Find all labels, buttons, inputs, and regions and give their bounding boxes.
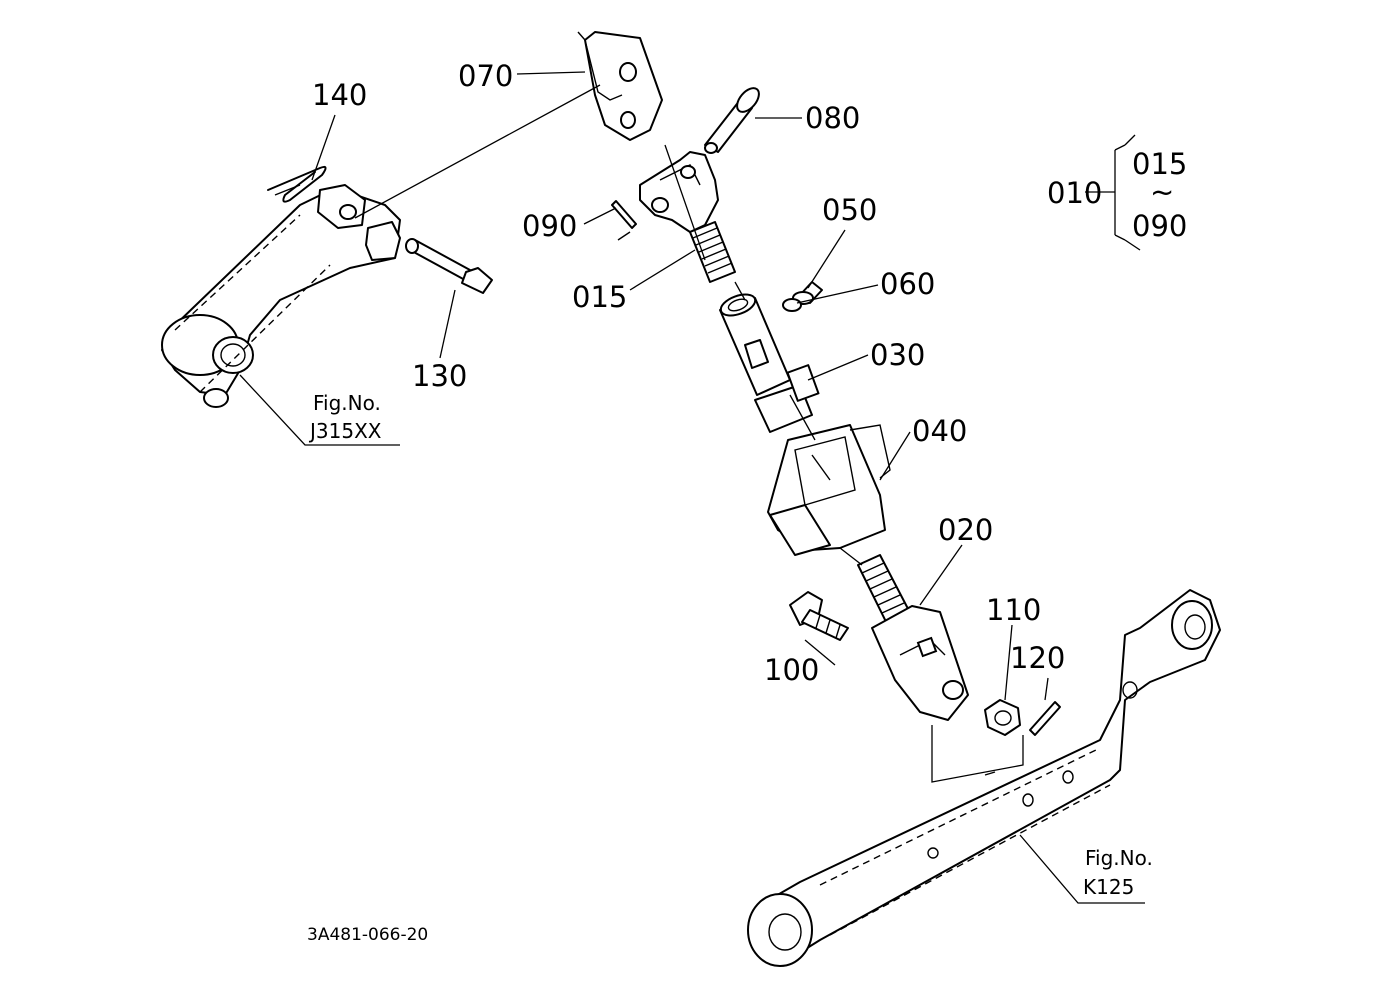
fork-015 xyxy=(639,151,736,283)
assembly-key-tilde: ~ xyxy=(1150,175,1174,209)
callout-030: 030 xyxy=(870,338,925,372)
sleeve-030 xyxy=(719,293,820,433)
callout-120: 120 xyxy=(1010,641,1065,675)
callout-140: 140 xyxy=(312,78,367,112)
clip-140 xyxy=(267,165,327,203)
callout-110: 110 xyxy=(986,593,1041,627)
center-lines xyxy=(354,84,1024,783)
pin-120 xyxy=(1029,701,1061,736)
fig-ref-number-2: K125 xyxy=(1083,875,1134,899)
lock-040 xyxy=(767,424,891,556)
pin-080 xyxy=(704,87,760,154)
pin-130 xyxy=(405,238,493,294)
callout-100: 100 xyxy=(764,653,819,687)
lift-arm xyxy=(161,184,401,408)
callout-070: 070 xyxy=(458,59,513,93)
callout-080: 080 xyxy=(805,101,860,135)
callout-015: 015 xyxy=(572,280,627,314)
callout-130: 130 xyxy=(412,359,467,393)
screw-020 xyxy=(857,554,969,721)
assembly-key-parent: 010 xyxy=(1047,176,1102,210)
nut-110 xyxy=(984,699,1021,736)
assembly-key-bracket xyxy=(1085,134,1141,251)
fig-ref-caption-1: Fig.No. xyxy=(313,391,381,415)
fig-ref-caption-2: Fig.No. xyxy=(1085,846,1153,870)
drawing-code: 3A481-066-20 xyxy=(307,925,428,945)
callout-060: 060 xyxy=(880,267,935,301)
assembly-key-to: 090 xyxy=(1132,209,1187,243)
washer-060 xyxy=(782,298,802,312)
fig-ref-number-1: J315XX xyxy=(308,419,382,443)
bolt-100 xyxy=(789,591,849,641)
leader-lines xyxy=(239,71,1145,904)
bracket-070 xyxy=(577,31,663,141)
callout-020: 020 xyxy=(938,513,993,547)
pin-090 xyxy=(611,200,637,241)
callout-090: 090 xyxy=(522,209,577,243)
callout-040: 040 xyxy=(912,414,967,448)
lower-link xyxy=(747,589,1221,967)
callout-050: 050 xyxy=(822,193,877,227)
assembly-key-from: 015 xyxy=(1132,147,1187,181)
